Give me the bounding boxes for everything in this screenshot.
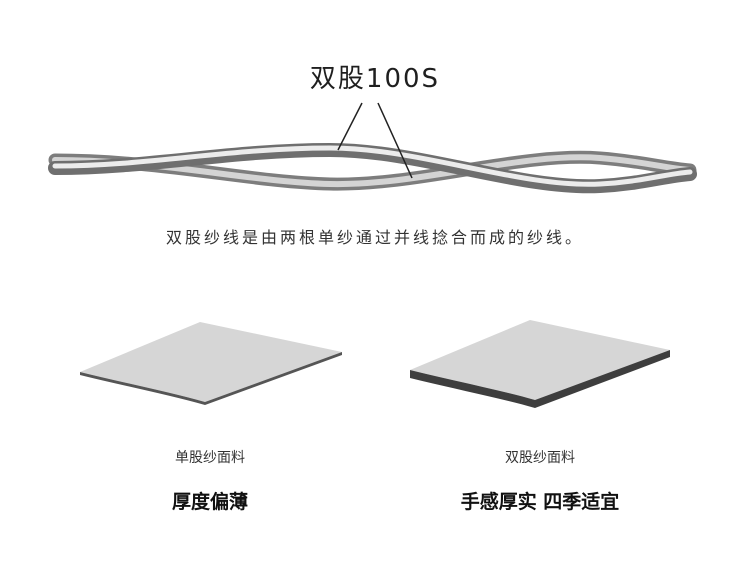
single-ply-feature: 厚度偏薄 xyxy=(171,491,248,513)
double-ply-feature: 手感厚实 四季适宜 xyxy=(460,491,620,513)
twisted-yarn-illustration xyxy=(48,102,697,194)
double-ply-sheet xyxy=(410,320,670,408)
single-ply-label: 单股纱面料 xyxy=(175,450,245,466)
double-ply-label: 双股纱面料 xyxy=(505,450,575,466)
pointer-line-left xyxy=(337,102,363,151)
yarn-title: 双股100S xyxy=(309,64,441,94)
single-ply-sheet xyxy=(80,322,342,405)
pointer-line-right xyxy=(377,102,413,179)
yarn-description: 双股纱线是由两根单纱通过并线捻合而成的纱线。 xyxy=(165,228,584,247)
